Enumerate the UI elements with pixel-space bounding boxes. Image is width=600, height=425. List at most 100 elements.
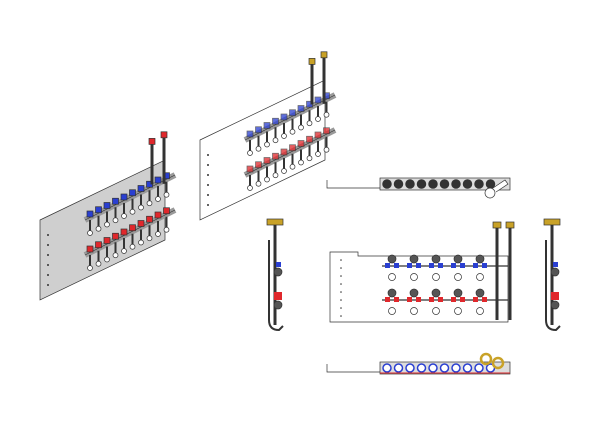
outlet-fitting [388, 273, 396, 281]
return-valve [306, 135, 313, 143]
pump-fitting [484, 187, 496, 199]
outlet-fitting [306, 155, 313, 162]
outlet-fitting [264, 176, 270, 183]
plate-hole [47, 284, 49, 286]
valve-head [409, 254, 419, 264]
supply-valve [95, 206, 102, 214]
outlet-circle [382, 179, 392, 189]
valve-marker [438, 263, 443, 268]
return-valve [297, 140, 305, 147]
outlet-fitting [454, 307, 462, 315]
valve-marker [407, 297, 412, 302]
outlet-fitting [289, 128, 296, 135]
valve-marker [482, 297, 487, 302]
return-valve [289, 144, 296, 152]
outlet-circle [393, 179, 404, 189]
return-valve [246, 165, 254, 173]
outlet-circle [428, 363, 438, 373]
outlet-fitting [112, 217, 119, 224]
return-valve [314, 131, 322, 139]
valve-marker [416, 263, 421, 268]
outlet-fitting [247, 150, 253, 156]
right-side-view [543, 218, 561, 332]
outlet-fitting [432, 273, 440, 281]
plate-hole [47, 274, 49, 276]
valve-head [475, 288, 485, 298]
plate-hole [207, 184, 209, 186]
supply-valve [553, 262, 558, 267]
outlet-circle [485, 179, 496, 189]
valve-marker [482, 263, 487, 268]
outlet-fitting [104, 221, 110, 228]
outlet-fitting [272, 172, 279, 179]
outlet-fitting [129, 243, 136, 250]
bottom-view [326, 352, 511, 375]
plate-hole [340, 275, 342, 277]
fitting-ring [491, 356, 505, 370]
valve-head [431, 254, 441, 264]
outlet-fitting [289, 163, 296, 170]
plate-hole [207, 174, 209, 176]
outlet-fitting [138, 204, 144, 211]
plate-hole [340, 315, 342, 317]
outlet-circle [474, 363, 484, 373]
outlet-fitting [281, 133, 287, 139]
outlet-fitting [247, 185, 253, 191]
plate-hole [207, 194, 209, 196]
valve-marker [416, 297, 421, 302]
plate-hole [207, 154, 209, 156]
supply-valve [129, 189, 136, 197]
plate-hole [207, 204, 209, 206]
supply-valve [137, 185, 145, 192]
supply-valve [86, 210, 94, 218]
return-valve [129, 224, 136, 232]
isometric-view-outline [199, 51, 337, 221]
outlet-fitting [163, 226, 170, 233]
outlet-fitting [410, 307, 418, 315]
outlet-fitting [272, 137, 279, 144]
valve-head [550, 300, 560, 310]
supply-valve [103, 202, 111, 209]
top-fitting [543, 218, 561, 226]
left-side-view [266, 218, 284, 332]
outlet-fitting [410, 273, 418, 281]
supply-valve [276, 262, 281, 267]
pump-head [550, 267, 560, 277]
supply-valve [246, 130, 254, 138]
outlet-fitting [298, 159, 304, 166]
outlet-circle [416, 363, 427, 373]
valve-marker [438, 297, 443, 302]
outlet-circle [405, 179, 415, 189]
pump-head [273, 267, 283, 277]
valve-marker [429, 297, 434, 302]
outlet-fitting [476, 307, 484, 315]
outlet-fitting [454, 273, 462, 281]
plate-hole [340, 259, 342, 261]
outlet-fitting [306, 120, 313, 127]
outlet-fitting [255, 180, 262, 187]
valve-marker [451, 263, 456, 268]
return-pipe [545, 240, 561, 332]
return-valve [103, 237, 111, 244]
supply-valve [272, 117, 279, 125]
valve-head [273, 300, 283, 310]
outlet-fitting [155, 231, 161, 237]
supply-valve [314, 96, 322, 104]
valve-marker [460, 263, 465, 268]
return-valve [154, 211, 162, 219]
outlet-fitting [129, 208, 136, 215]
valve-marker [407, 263, 412, 268]
return-valve [255, 161, 262, 169]
supply-valve [289, 109, 296, 117]
outlet-fitting [323, 111, 330, 118]
outlet-circle [451, 363, 461, 373]
outlet-fitting [104, 256, 110, 263]
supply-valve [120, 193, 128, 201]
return-valve [272, 152, 279, 160]
return-valve [280, 148, 288, 156]
valve-head [431, 288, 441, 298]
return-pipe [268, 240, 284, 332]
supply-valve [154, 176, 162, 184]
outlet-fitting [315, 116, 321, 122]
